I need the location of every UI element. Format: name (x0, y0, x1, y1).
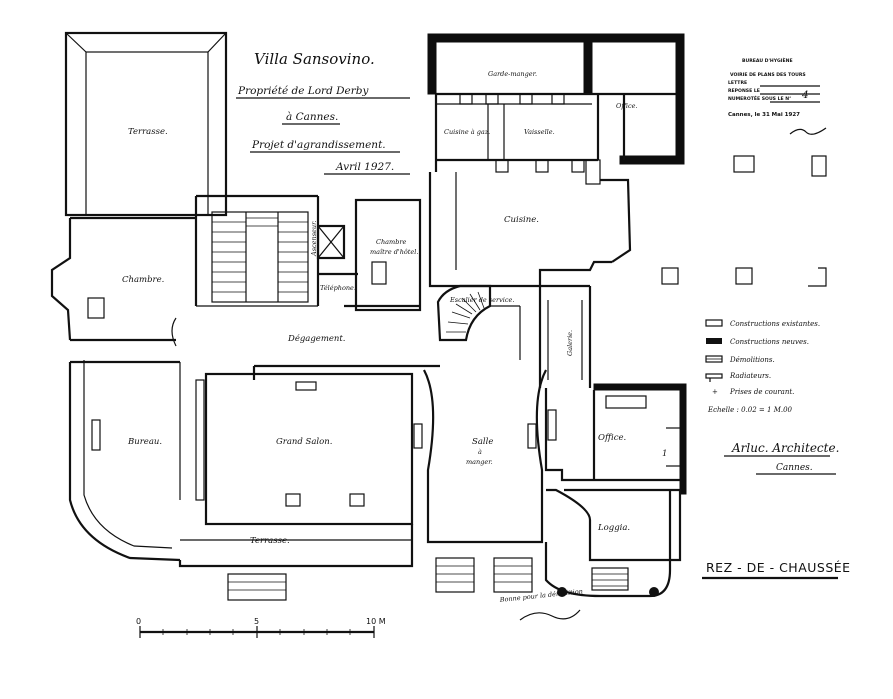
label-cuisine: Cuisine. (504, 215, 539, 225)
office-east (544, 388, 680, 482)
stamp-line-5: NUMEROTÉE SOUS LE N° (728, 94, 791, 102)
label-office-e-mark: 1 (662, 449, 667, 459)
label-salle-1: Salle (472, 437, 493, 447)
label-vaisselle: Vaisselle. (524, 128, 555, 136)
stamp-date: Cannes, le 31 Mai 1927 (728, 112, 800, 118)
scale-tick-5: 5 (254, 617, 259, 626)
scale-tick-10: 10 M (366, 617, 386, 626)
columns (661, 155, 827, 287)
legend-item-radiator: Radiateurs. (729, 372, 771, 380)
stamp-line-4: REPONSE LE (728, 88, 760, 94)
label-terrasse-nw: Terrasse. (128, 127, 168, 137)
room-labels: Terrasse. Chambre. Bureau. Grand Salon. … (122, 70, 667, 546)
title-block: Villa Sansovino. Propriété de Lord Derby… (236, 50, 410, 175)
label-chambre: Chambre. (122, 275, 164, 285)
label-chambre-maitre-2: maître d'hôtel. (370, 248, 418, 256)
title-line-2: Propriété de Lord Derby (237, 85, 370, 97)
label-bureau: Bureau. (127, 437, 162, 447)
existing-walls (50, 194, 547, 568)
label-escalier-service: Escalier de service. (449, 296, 514, 304)
label-garde-manger: Garde-manger. (488, 70, 537, 78)
demolition-note-text: Bonne pour la démolition (498, 587, 583, 604)
loggia (544, 488, 682, 598)
label-degagement: Dégagement. (287, 333, 346, 344)
scale-bar: 0 5 10 M (136, 617, 386, 638)
label-salle-2: à (478, 448, 482, 456)
steps (227, 557, 533, 601)
label-office-e: Office. (598, 433, 626, 443)
label-loggia: Loggia. (597, 523, 630, 533)
title-line-4: Projet d'agrandissement. (251, 139, 386, 151)
legend-item-outlet: Prises de courant. (729, 388, 794, 396)
terrace-nw (64, 31, 228, 217)
title-line-1: Villa Sansovino. (254, 50, 375, 68)
level-label: REZ - DE - CHAUSSÉE (706, 560, 851, 575)
legend-swatch-existing (705, 319, 723, 327)
service-wing (428, 92, 676, 288)
label-galerie: Galerie. (566, 330, 574, 356)
architect-city: Cannes. (776, 463, 813, 473)
label-ascenseur: Ascenseur. (310, 220, 318, 257)
title-line-3: à Cannes. (286, 111, 338, 123)
label-salle-3: manger. (466, 458, 493, 466)
new-walls (427, 33, 687, 495)
label-terrasse-s: Terrasse. (250, 536, 290, 546)
telephone-block (316, 198, 422, 312)
legend: Constructions existantes. Constructions … (705, 319, 820, 414)
legend-swatch-radiator (705, 373, 723, 379)
legend-scale: Echelle : 0.02 = 1 M.00 (707, 406, 793, 414)
stamp-line-1: BUREAU D'HYGIÈNE (742, 56, 793, 64)
architect-block: Arluc. Architecte. Cannes. (724, 441, 839, 475)
label-chambre-maitre-1: Chambre (376, 238, 406, 246)
service-staircase (446, 291, 485, 333)
scale-tick-0: 0 (136, 617, 141, 626)
radiators (87, 297, 557, 507)
title-line-5: Avril 1927. (335, 161, 394, 173)
legend-outlet-icon: + (712, 388, 718, 396)
label-cuisine-gaz: Cuisine à gaz. (444, 128, 490, 136)
architect-name: Arluc. Architecte. (731, 441, 839, 455)
label-office-n: Office. (616, 102, 638, 110)
label-telephone: Téléphone. (320, 284, 356, 292)
stamp-line-2: VOIRIE DE PLANS DES TOURS (730, 72, 806, 78)
label-grand-salon: Grand Salon. (276, 437, 332, 447)
stamp-number: 4 (801, 89, 809, 101)
stamp-line-3: LETTRE (728, 80, 747, 86)
galerie (538, 284, 592, 388)
legend-item-existing: Constructions existantes. (730, 320, 820, 328)
approval-stamp: BUREAU D'HYGIÈNE VOIRIE DE PLANS DES TOU… (728, 56, 827, 135)
legend-item-demolition: Démolitions. (729, 356, 775, 364)
main-staircase (211, 211, 309, 303)
legend-swatch-new (706, 338, 722, 344)
level-label-block: REZ - DE - CHAUSSÉE (702, 560, 851, 580)
legend-item-new: Constructions neuves. (730, 338, 809, 346)
